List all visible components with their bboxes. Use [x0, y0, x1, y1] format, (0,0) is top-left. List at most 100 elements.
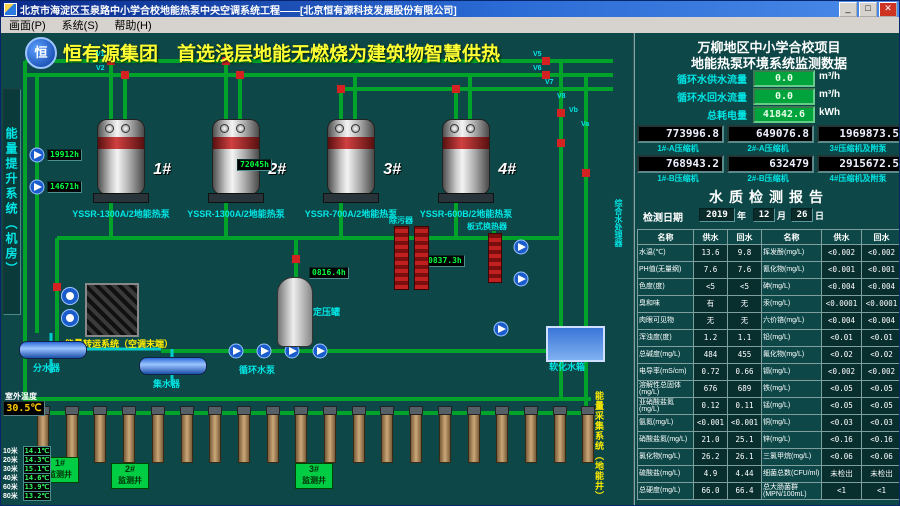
- gauge-icon: [220, 124, 229, 133]
- report-year-field[interactable]: 2019: [699, 208, 735, 222]
- param-value: 未检出: [821, 465, 862, 483]
- unit-model-label: YSSR-700A/2地能热泵: [304, 209, 398, 219]
- param-value: 4.44: [727, 465, 762, 483]
- unit-base: [93, 193, 149, 203]
- param-value: 无: [727, 312, 762, 330]
- menu-help[interactable]: 帮助(H): [114, 20, 152, 32]
- unit-number: 2#: [268, 161, 286, 178]
- param-value: <0.05: [861, 380, 899, 398]
- unit-body: [97, 119, 145, 195]
- gauge-icon: [351, 124, 360, 133]
- well-pipe: [208, 406, 223, 463]
- heat-exchanger: [414, 226, 429, 290]
- param-name: 铜(mg/L): [761, 414, 822, 432]
- water-quality-row: 臭和味有无汞(mg/L)<0.0001<0.0001: [637, 295, 899, 313]
- param-value: <5: [693, 278, 728, 296]
- param-value: <0.02: [861, 346, 899, 364]
- gauge-icon: [466, 124, 475, 133]
- param-value: 455: [727, 346, 762, 364]
- energy-meter: 768943.2: [637, 155, 724, 173]
- runtime-display: 0837.3h: [425, 255, 465, 267]
- left-system-label: 能量提升系统（机房）: [3, 89, 21, 315]
- right-system-label: 能量采集系统（地能井）: [594, 391, 604, 501]
- unit-model-label: YSSR-600B/2地能热泵: [419, 209, 513, 219]
- gauge-icon: [335, 124, 344, 133]
- valve-label: V7: [545, 79, 554, 86]
- flow-label: 循环水供水流量: [677, 75, 747, 86]
- return-manifold-label: 集水器: [153, 379, 181, 389]
- heat-pump-unit-4: 4#: [438, 119, 516, 203]
- param-value: 26.1: [727, 448, 762, 466]
- param-name: 镉(mg/L): [761, 363, 822, 381]
- col-header: 回水: [861, 229, 899, 245]
- param-value: <0.004: [821, 312, 862, 330]
- close-button[interactable]: ✕: [879, 1, 897, 17]
- param-name: 三氯甲烷(mg/L): [761, 448, 822, 466]
- well-depth-label: 30米: [3, 466, 18, 473]
- well-pipe: [581, 406, 596, 463]
- month-unit: 月: [777, 211, 787, 221]
- well-temp-display: 13.2℃: [23, 491, 51, 501]
- plate-exchanger-label: 板式换热器: [467, 222, 507, 231]
- scada-canvas: 恒 恒有源集团 首选浅层地能无燃烧为建筑物智慧供热 能量提升系统（机房） 能量采…: [1, 33, 899, 505]
- maximize-button[interactable]: □: [859, 1, 877, 17]
- param-value: 7.6: [693, 261, 728, 279]
- unit-body: [212, 119, 260, 195]
- circulation-pump-label: 循环水泵: [239, 365, 276, 375]
- param-name: 汞(mg/L): [761, 295, 822, 313]
- param-value: <0.01: [861, 329, 899, 347]
- flow-label: 总耗电量: [707, 111, 747, 122]
- report-title: 水质检测报告: [709, 189, 829, 205]
- param-value: <0.001: [727, 414, 762, 432]
- panel-header-1: 万柳地区中小学合校项目: [697, 40, 841, 55]
- param-name: 铅(mg/L): [761, 329, 822, 347]
- energy-meter-label: 1#-B压缩机: [657, 174, 699, 183]
- pressure-tank: [277, 277, 313, 347]
- param-name: 挥发酚(mg/L): [761, 244, 822, 262]
- param-name: 砷(mg/L): [761, 278, 822, 296]
- heat-pump-unit-3: 3#: [323, 119, 401, 203]
- menu-system[interactable]: 系统(S): [61, 20, 99, 32]
- param-value: 无: [727, 295, 762, 313]
- energy-meter: 2915672.5: [817, 155, 899, 173]
- param-name: 细菌总数(CFU/ml): [761, 465, 822, 483]
- heat-exchanger: [488, 233, 502, 283]
- param-value: <0.05: [861, 397, 899, 415]
- param-value: 7.6: [727, 261, 762, 279]
- water-treatment-label: 综合水处理器: [614, 199, 623, 247]
- param-value: 25.1: [727, 431, 762, 449]
- heat-pump-unit-1: 1#: [93, 119, 171, 203]
- well-pipe: [122, 406, 137, 463]
- unit-band: [98, 137, 144, 149]
- title-bar: 北京市海淀区玉泉路中小学合校地能热泵中央空调系统工程——[北京恒有源科技发展股份…: [1, 1, 899, 17]
- param-value: <0.16: [861, 431, 899, 449]
- unit-base: [208, 193, 264, 203]
- param-name: 锌(mg/L): [761, 431, 822, 449]
- report-day-field[interactable]: 26: [791, 208, 813, 222]
- param-value: <0.03: [821, 414, 862, 432]
- well-pipe: [495, 406, 510, 463]
- param-value: <5: [727, 278, 762, 296]
- param-value: 21.0: [693, 431, 728, 449]
- unit-model-label: YSSR-1300A/2地能热泵: [187, 209, 285, 219]
- param-value: 13.6: [693, 244, 728, 262]
- param-name: PH值(无量纲): [637, 261, 694, 279]
- window-title: 北京市海淀区玉泉路中小学合校地能热泵中央空调系统工程——[北京恒有源科技发展股份…: [20, 5, 457, 17]
- outdoor-temp-display: 30.5℃: [3, 401, 45, 416]
- param-name: 氯化物(mg/L): [637, 448, 694, 466]
- minimize-button[interactable]: _: [839, 1, 857, 17]
- softened-water-tank: [546, 326, 605, 362]
- menu-screen[interactable]: 画面(P): [9, 20, 46, 32]
- well-pipe: [150, 406, 165, 463]
- report-month-field[interactable]: 12: [753, 208, 775, 222]
- param-value: <0.004: [861, 312, 899, 330]
